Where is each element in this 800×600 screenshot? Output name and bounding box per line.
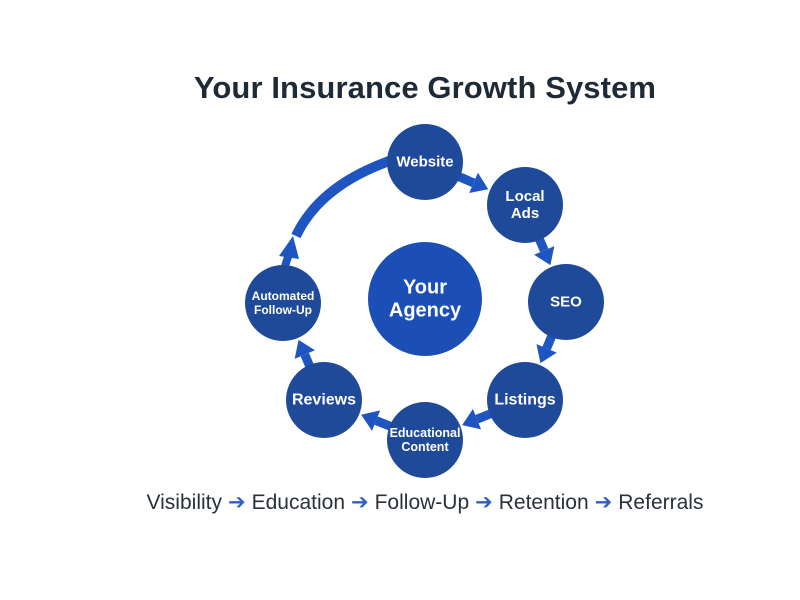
node-label: Follow-Up xyxy=(254,303,312,317)
node-circle xyxy=(387,124,463,200)
arrow-head xyxy=(294,339,315,359)
cycle-arrow xyxy=(454,171,489,193)
node-listings: Listings xyxy=(487,362,563,438)
node-label: Local xyxy=(505,188,544,205)
node-circle xyxy=(487,167,563,243)
node-label: Educational xyxy=(390,426,461,440)
arrow-head xyxy=(534,246,555,266)
node-circle xyxy=(387,402,463,478)
arrow-head xyxy=(536,344,557,364)
arrow-head xyxy=(361,410,381,431)
center-label: Your xyxy=(403,277,447,299)
node-reviews: Reviews xyxy=(286,362,362,438)
node-circle xyxy=(286,362,362,438)
node-label: Content xyxy=(401,440,449,454)
node-label: SEO xyxy=(550,294,582,311)
flow-step: Follow-Up xyxy=(374,491,470,514)
arrow-arc xyxy=(291,155,394,239)
cycle-arrow xyxy=(462,408,496,430)
page-title: Your Insurance Growth System xyxy=(193,70,657,105)
cycle-arrow-return xyxy=(279,155,394,268)
node-seo: SEO xyxy=(528,264,604,340)
flow-step: Education xyxy=(251,491,345,514)
flow-step: Referrals xyxy=(618,491,704,514)
node-label: Website xyxy=(396,154,453,171)
node-circle xyxy=(487,362,563,438)
node-label: Ads xyxy=(511,205,539,222)
node-circle xyxy=(528,264,604,340)
node-label: Listings xyxy=(494,392,555,409)
flow-arrow-icon: ➔ xyxy=(475,491,493,514)
flow-arrow-icon: ➔ xyxy=(227,491,246,514)
node-label: Reviews xyxy=(292,392,356,409)
center-circle xyxy=(368,242,482,356)
flow-arrow-icon: ➔ xyxy=(351,491,369,514)
arrow-head xyxy=(279,236,299,259)
node-label: Automated xyxy=(252,289,315,303)
arrow-head xyxy=(462,408,482,430)
arrow-head xyxy=(469,172,489,193)
flow-arrow-icon: ➔ xyxy=(594,491,613,514)
node-circle xyxy=(245,265,321,341)
cycle-arrow xyxy=(361,410,396,432)
center-label: Agency xyxy=(389,300,462,322)
flow-step: Retention xyxy=(498,491,589,514)
funnel-flow: Visibility➔Education➔Follow-Up➔Retention… xyxy=(0,490,800,515)
node-website: Website xyxy=(387,124,463,200)
flow-step: Visibility xyxy=(146,491,222,514)
